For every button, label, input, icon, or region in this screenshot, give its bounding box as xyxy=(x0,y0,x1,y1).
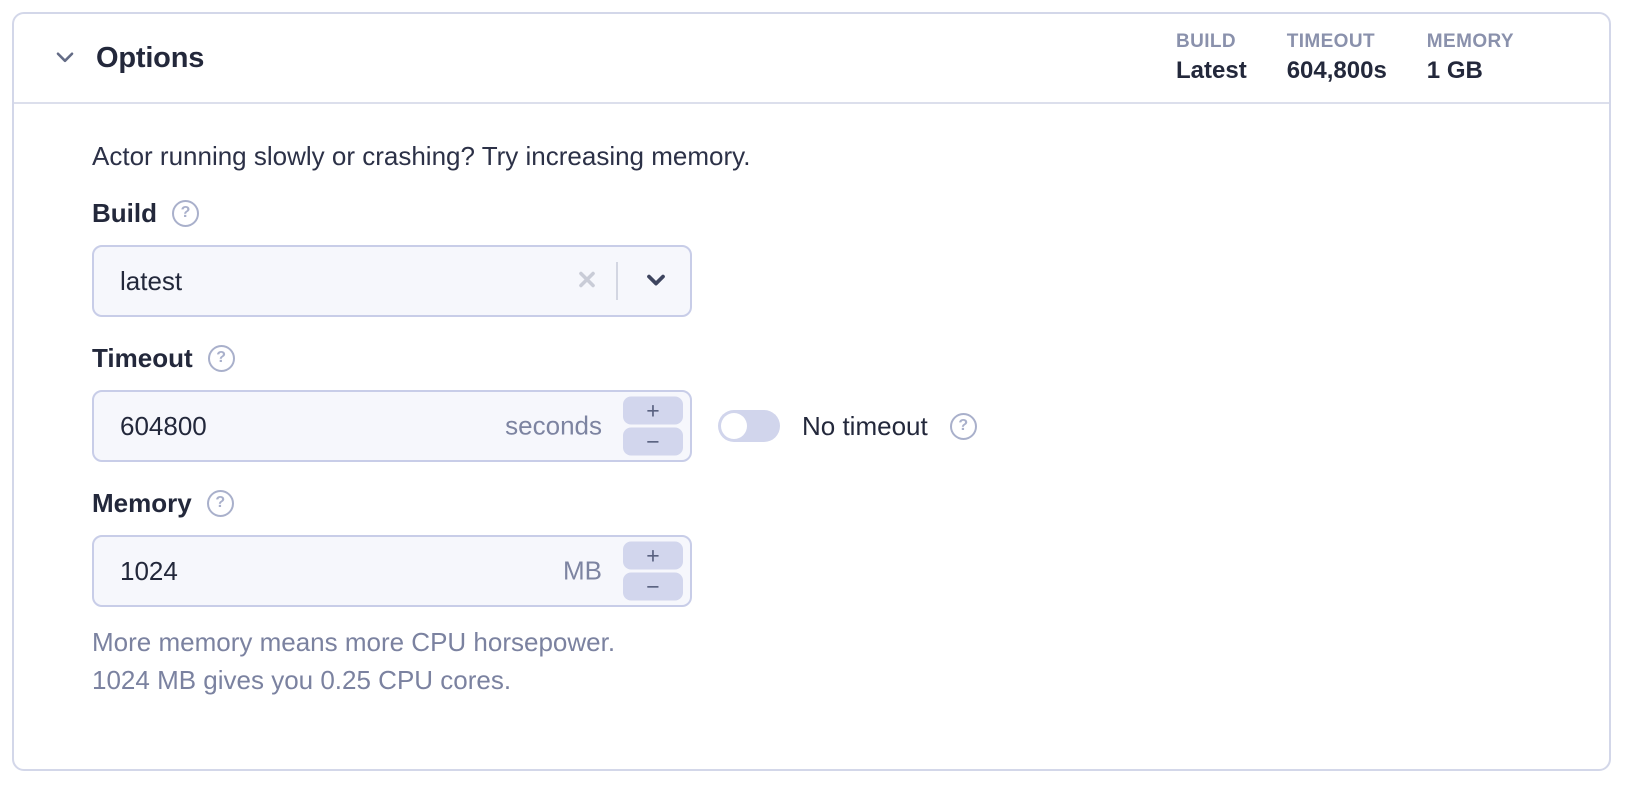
collapse-toggle-button[interactable] xyxy=(50,43,80,73)
summary-memory-label: MEMORY xyxy=(1426,31,1514,52)
timeout-help-icon[interactable]: ? xyxy=(207,344,235,372)
timeout-decrement-button[interactable]: − xyxy=(623,427,683,456)
build-help-icon[interactable]: ? xyxy=(172,199,199,227)
timeout-input[interactable] xyxy=(94,392,690,460)
summary-build-value: Latest xyxy=(1176,57,1247,84)
summary-build: BUILD Latest xyxy=(1176,31,1247,85)
summary-timeout-value: 604,800s xyxy=(1286,57,1387,84)
memory-help-text: More memory means more CPU horsepower. 1… xyxy=(92,623,1561,699)
no-timeout-toggle[interactable] xyxy=(718,410,780,442)
summary-timeout: TIMEOUT 604,800s xyxy=(1287,31,1387,85)
memory-input-box: MB + − xyxy=(92,535,692,607)
select-divider xyxy=(616,262,618,300)
build-field: Build ? latest xyxy=(92,198,1561,317)
memory-decrement-button[interactable]: − xyxy=(623,572,683,601)
memory-input[interactable] xyxy=(94,537,690,605)
clear-x-icon xyxy=(576,269,598,294)
no-timeout-label: No timeout xyxy=(802,410,928,441)
summary-build-label: BUILD xyxy=(1176,31,1237,52)
timeout-stepper: + − xyxy=(623,396,683,456)
no-timeout-help-icon[interactable]: ? xyxy=(949,412,977,440)
build-clear-button[interactable] xyxy=(576,269,598,294)
timeout-field: Timeout ? seconds + − No timeout xyxy=(92,343,1561,462)
build-label: Build xyxy=(92,198,157,228)
timeout-input-row: seconds + − No timeout ? xyxy=(92,390,1561,462)
timeout-increment-button[interactable]: + xyxy=(623,396,683,425)
memory-increment-button[interactable]: + xyxy=(623,541,683,570)
summary-timeout-label: TIMEOUT xyxy=(1286,31,1375,52)
build-select-value: latest xyxy=(120,265,183,296)
build-field-label-row: Build ? xyxy=(92,198,1561,228)
chevron-down-icon xyxy=(642,266,670,297)
memory-help-line-2: 1024 MB gives you 0.25 CPU cores. xyxy=(92,665,512,695)
build-select[interactable]: latest xyxy=(92,245,692,317)
timeout-field-label-row: Timeout ? xyxy=(92,343,1561,373)
run-options-summary: BUILD Latest TIMEOUT 604,800s MEMORY 1 G… xyxy=(1176,31,1514,85)
memory-help-line-1: More memory means more CPU horsepower. xyxy=(92,627,616,657)
timeout-input-box: seconds + − xyxy=(92,390,692,462)
chevron-down-icon xyxy=(52,44,78,73)
memory-hint-text: Actor running slowly or crashing? Try in… xyxy=(92,141,751,171)
memory-field: Memory ? MB + − More memory means more C… xyxy=(92,488,1561,699)
timeout-label: Timeout xyxy=(92,343,193,373)
memory-help-icon[interactable]: ? xyxy=(206,489,234,517)
options-body: Actor running slowly or crashing? Try in… xyxy=(14,104,1609,699)
summary-memory-value: 1 GB xyxy=(1426,57,1483,84)
options-panel: Options BUILD Latest TIMEOUT 604,800s ME… xyxy=(12,12,1611,771)
memory-label: Memory xyxy=(92,488,192,518)
options-header: Options BUILD Latest TIMEOUT 604,800s ME… xyxy=(14,14,1609,104)
memory-field-label-row: Memory ? xyxy=(92,488,1561,518)
build-dropdown-button[interactable] xyxy=(642,266,670,297)
panel-title: Options xyxy=(96,41,205,74)
no-timeout-group: No timeout ? xyxy=(718,410,977,442)
summary-memory: MEMORY 1 GB xyxy=(1427,31,1514,85)
toggle-knob xyxy=(721,413,747,439)
memory-stepper: + − xyxy=(623,541,683,601)
